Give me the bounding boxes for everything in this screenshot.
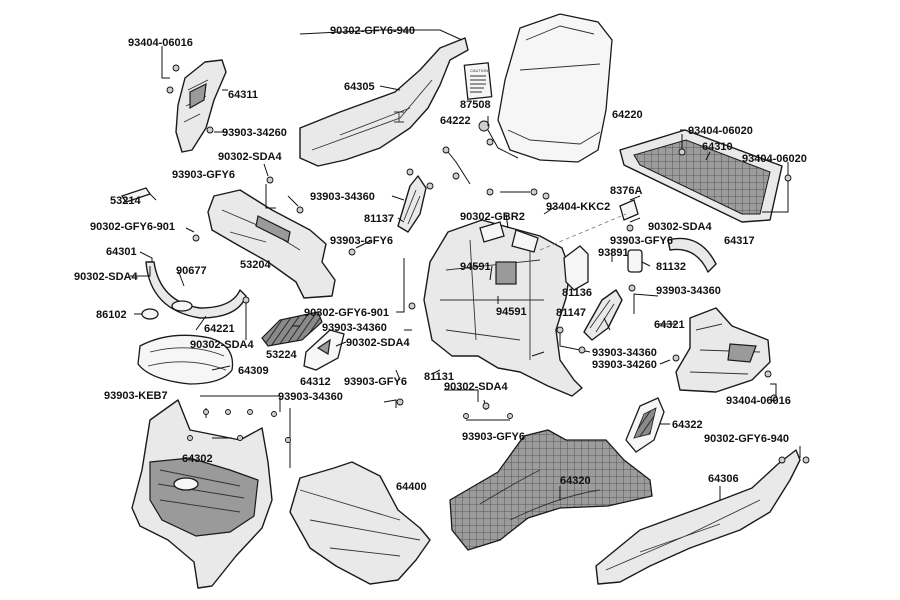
label-93404-06016-a: 93404-06016 [128, 37, 193, 49]
label-93903-gfy6-d: 93903-GFY6 [610, 235, 673, 247]
label-64321: 64321 [654, 319, 685, 331]
label-90302-sda4-d: 90302-SDA4 [346, 337, 410, 349]
label-93404-06016-b: 93404-06016 [726, 395, 791, 407]
label-64322: 64322 [672, 419, 703, 431]
label-64221: 64221 [204, 323, 235, 335]
label-93903-34360-b: 93903-34360 [322, 322, 387, 334]
label-93404-06020-b: 93404-06020 [742, 153, 807, 165]
label-64320: 64320 [560, 475, 591, 487]
part-64302-front-cover [131, 399, 273, 589]
label-64309: 64309 [238, 365, 269, 377]
label-64312: 64312 [300, 376, 331, 388]
part-64309-pad [137, 334, 234, 385]
label-81131: 81131 [424, 371, 454, 383]
label-90302-gfy6-940-b: 90302-GFY6-940 [704, 433, 789, 445]
label-93404-06020-a: 93404-06020 [688, 125, 753, 137]
label-93903-gfy6-c: 93903-GFY6 [344, 376, 407, 388]
label-64222: 64222 [440, 115, 471, 127]
part-64322-cover [625, 397, 665, 453]
part-81132-part [627, 249, 643, 273]
label-94591-a: 94591 [460, 261, 491, 273]
label-93891: 93891 [598, 247, 629, 259]
part-64311-trim [175, 59, 227, 153]
label-64310: 64310 [702, 141, 733, 153]
part-81137-cover [397, 175, 427, 233]
part-labels: 93404-06016 64311 93903-34260 90302-SDA4… [74, 25, 807, 493]
label-90677: 90677 [176, 265, 207, 277]
part-64310-tray [619, 129, 783, 223]
label-64306: 64306 [708, 473, 739, 485]
part-64320-floor-mat [449, 429, 653, 551]
label-94591-b: 94591 [496, 306, 527, 318]
label-64311: 64311 [228, 89, 258, 101]
label-93903-34260-b: 93903-34260 [592, 359, 657, 371]
label-93404-kkc2: 93404-KKC2 [546, 201, 610, 213]
label-87508: 87508 [460, 99, 491, 111]
part-8376a-bracket [539, 199, 639, 251]
part-87508-caution-label: CAUTION [463, 62, 493, 100]
label-81147: 81147 [556, 307, 586, 319]
label-90302-sda4-e: 90302-SDA4 [648, 221, 712, 233]
label-90302-gfy6-901-a: 90302-GFY6-901 [90, 221, 175, 233]
label-64301: 64301 [106, 246, 137, 258]
label-93903-gfy6-b: 93903-GFY6 [330, 235, 393, 247]
label-64305: 64305 [344, 81, 375, 93]
part-53224-grill [261, 311, 323, 347]
label-64400: 64400 [396, 481, 427, 493]
label-90302-gbr2: 90302-GBR2 [460, 211, 525, 223]
label-90302-sda4-f: 90302-SDA4 [444, 381, 508, 393]
label-90302-gfy6-901-b: 90302-GFY6-901 [304, 307, 389, 319]
label-93903-keb7: 93903-KEB7 [104, 390, 168, 402]
part-64400-bottom-cover [289, 461, 431, 585]
part-81147-cover [583, 289, 623, 341]
label-93903-gfy6-e: 93903-GFY6 [462, 431, 525, 443]
part-86102-emblem [141, 308, 159, 320]
label-53214: 53214 [110, 195, 141, 207]
part-64305-side-cover [299, 37, 469, 167]
label-93903-34260-a: 93903-34260 [222, 127, 287, 139]
part-64312-cover [303, 329, 345, 371]
part-53204-front-inner [207, 189, 336, 299]
label-93903-34360-d: 93903-34360 [656, 285, 721, 297]
label-8376a: 8376A [610, 185, 642, 197]
label-93903-34360-c: 93903-34360 [278, 391, 343, 403]
leader-lines [130, 29, 810, 500]
part-81136-panel [563, 245, 589, 291]
part-64221-trim-arc [145, 261, 247, 319]
label-53224: 53224 [266, 349, 297, 361]
label-81132: 81132 [656, 261, 686, 273]
label-93903-34360-e: 93903-34360 [592, 347, 657, 359]
part-64306-side-cover [595, 449, 801, 585]
label-81136: 81136 [562, 287, 592, 299]
label-90302-sda4-c: 90302-SDA4 [190, 339, 254, 351]
part-64321-side-cover [675, 307, 771, 393]
part-64220-windscreen [497, 13, 613, 163]
label-90302-gfy6-940-a: 90302-GFY6-940 [330, 25, 415, 37]
label-90302-sda4-b: 90302-SDA4 [74, 271, 138, 283]
label-53204: 53204 [240, 259, 271, 271]
label-64317: 64317 [724, 235, 755, 247]
part-64222-screws [478, 120, 519, 159]
sticker-caution-text: CAUTION [470, 68, 488, 73]
part-64317-trim [667, 237, 717, 273]
label-64302: 64302 [182, 453, 213, 465]
label-93903-34360-a: 93903-34360 [310, 191, 375, 203]
label-93903-gfy6-a: 93903-GFY6 [172, 169, 235, 181]
label-90302-sda4-a: 90302-SDA4 [218, 151, 282, 163]
label-81137: 81137 [364, 213, 394, 225]
label-64220: 64220 [612, 109, 643, 121]
label-86102: 86102 [96, 309, 127, 321]
